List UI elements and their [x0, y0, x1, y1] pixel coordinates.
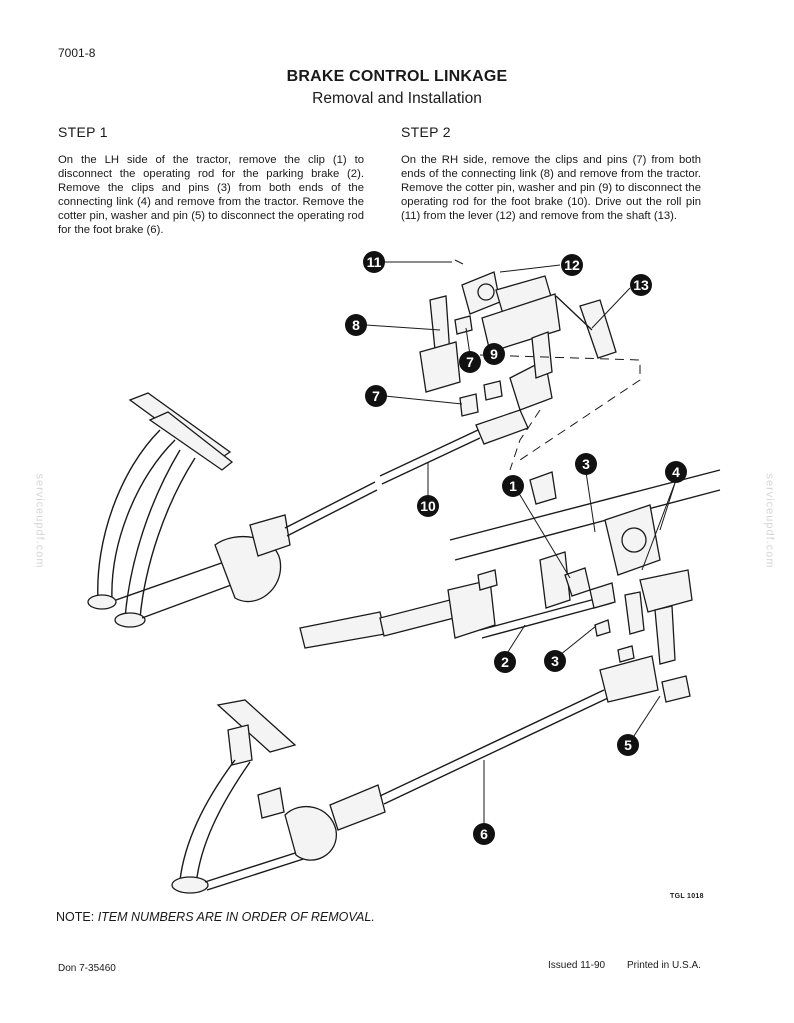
callout-leaders [365, 261, 677, 826]
svg-text:11: 11 [367, 254, 382, 270]
callout-7-lower: 7 [365, 385, 387, 407]
rh-upper-linkage [419, 259, 641, 471]
svg-text:10: 10 [420, 498, 436, 514]
step-2-heading: STEP 2 [401, 124, 451, 140]
svg-text:1: 1 [509, 478, 517, 494]
callout-2: 2 [494, 651, 516, 673]
step-1-text: On the LH side of the tractor, remove th… [58, 154, 364, 236]
document-number: Don 7-35460 [58, 963, 116, 974]
callout-3-upper: 3 [575, 453, 597, 475]
callout-4: 4 [665, 461, 687, 483]
svg-text:8: 8 [352, 317, 360, 333]
callout-11: 11 [363, 251, 385, 273]
callout-1: 1 [502, 475, 524, 497]
page-subtitle: Removal and Installation [312, 90, 482, 107]
svg-text:4: 4 [672, 464, 680, 480]
removal-order-note: NOTE: ITEM NUMBERS ARE IN ORDER OF REMOV… [56, 910, 375, 924]
callout-7-upper: 7 [459, 351, 481, 373]
figure-code: TGL 1018 [670, 893, 704, 900]
page-title: BRAKE CONTROL LINKAGE [286, 68, 508, 85]
svg-text:2: 2 [501, 654, 509, 670]
callout-10: 10 [417, 495, 439, 517]
svg-text:6: 6 [480, 826, 488, 842]
step-1-heading: STEP 1 [58, 124, 108, 140]
svg-text:3: 3 [551, 653, 559, 669]
callout-9: 9 [483, 343, 505, 365]
step-2-text: On the RH side, remove the clips and pin… [401, 154, 701, 222]
svg-text:7: 7 [372, 388, 380, 404]
svg-text:5: 5 [624, 737, 632, 753]
svg-text:12: 12 [564, 257, 580, 273]
callout-13: 13 [630, 274, 652, 296]
callout-8: 8 [345, 314, 367, 336]
svg-text:9: 9 [490, 346, 498, 362]
svg-text:13: 13 [633, 277, 649, 293]
print-location: Printed in U.S.A. [627, 960, 701, 971]
callout-12: 12 [561, 254, 583, 276]
lh-foot-brake-pedal [171, 655, 691, 894]
rh-foot-brake-pedals [87, 392, 529, 628]
issue-date: Issued 11-90 [548, 960, 606, 971]
note-label: NOTE: [56, 910, 95, 924]
svg-text:3: 3 [582, 456, 590, 472]
lh-parking-brake-linkage [299, 469, 721, 665]
callout-3-lower: 3 [544, 650, 566, 672]
note-text: ITEM NUMBERS ARE IN ORDER OF REMOVAL. [97, 910, 375, 924]
callout-6: 6 [473, 823, 495, 845]
callout-5: 5 [617, 734, 639, 756]
svg-text:7: 7 [466, 354, 474, 370]
page-number: 7001-8 [58, 46, 96, 60]
